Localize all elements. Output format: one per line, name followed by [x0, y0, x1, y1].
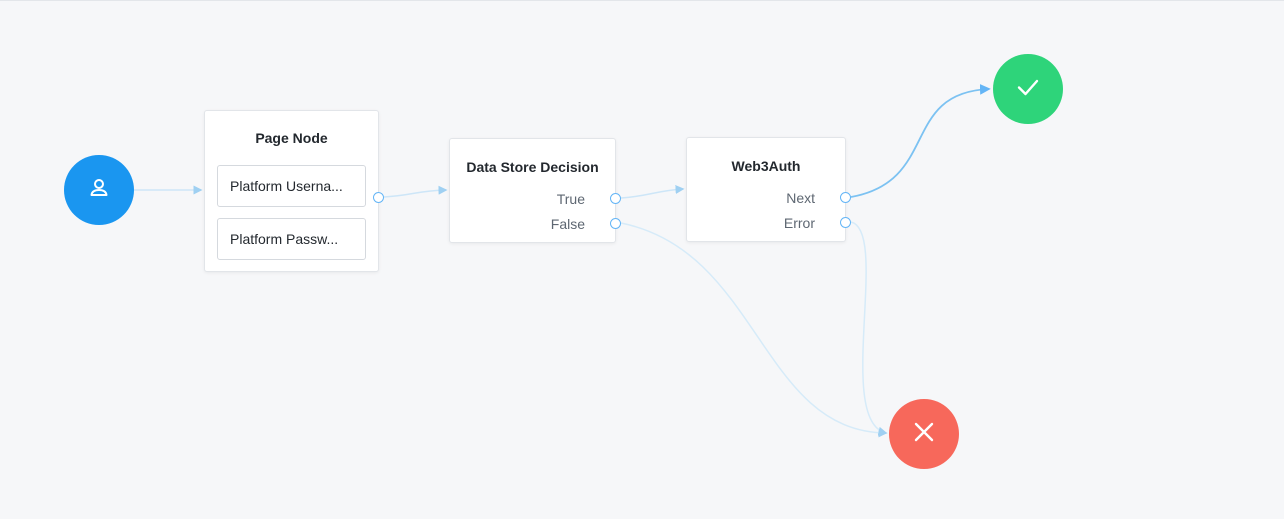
data-store-node-title: Data Store Decision — [466, 159, 599, 175]
outcome-false-port[interactable] — [610, 218, 621, 229]
close-icon — [913, 421, 935, 448]
wire-true-to-web3auth — [620, 185, 685, 199]
outcome-true-port[interactable] — [610, 193, 621, 204]
wire-page-to-datastore — [383, 185, 448, 198]
callback-platform-username[interactable]: Platform Userna... — [217, 165, 366, 207]
web3auth-node[interactable]: Web3Auth Next Error — [686, 137, 846, 242]
outcome-next-label: Next — [786, 190, 815, 206]
wire-error-to-failure — [850, 221, 888, 436]
failure-node[interactable] — [889, 399, 959, 469]
callback-platform-password[interactable]: Platform Passw... — [217, 218, 366, 260]
start-node[interactable] — [64, 155, 134, 225]
user-icon — [87, 176, 111, 205]
page-node[interactable]: Page Node Platform Userna... Platform Pa… — [204, 110, 379, 272]
success-node[interactable] — [993, 54, 1063, 124]
web3auth-node-title: Web3Auth — [731, 158, 801, 174]
outcome-true-label: True — [556, 191, 585, 207]
page-node-title: Page Node — [255, 130, 328, 146]
checkmark-icon — [1015, 74, 1041, 105]
data-store-decision-node[interactable]: Data Store Decision True False — [449, 138, 616, 243]
outcome-false-label: False — [550, 216, 585, 232]
outcome-error-label: Error — [783, 215, 815, 231]
page-node-output-port[interactable] — [373, 192, 384, 203]
wire-false-to-failure — [620, 222, 888, 438]
outcome-next-port[interactable] — [840, 192, 851, 203]
outcome-error-port[interactable] — [840, 217, 851, 228]
wire-next-to-success — [850, 84, 991, 198]
